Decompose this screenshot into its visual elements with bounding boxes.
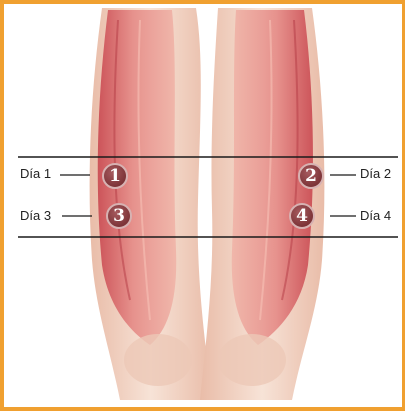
label-day-2: Día 2 xyxy=(360,166,391,181)
label-day-1: Día 1 xyxy=(20,166,51,181)
marker-3: 3 xyxy=(106,203,132,229)
marker-1: 1 xyxy=(102,163,128,189)
label-day-4: Día 4 xyxy=(360,208,391,223)
label-day-3: Día 3 xyxy=(20,208,51,223)
marker-2: 2 xyxy=(298,163,324,189)
left-thigh xyxy=(90,8,212,400)
marker-4: 4 xyxy=(289,203,315,229)
